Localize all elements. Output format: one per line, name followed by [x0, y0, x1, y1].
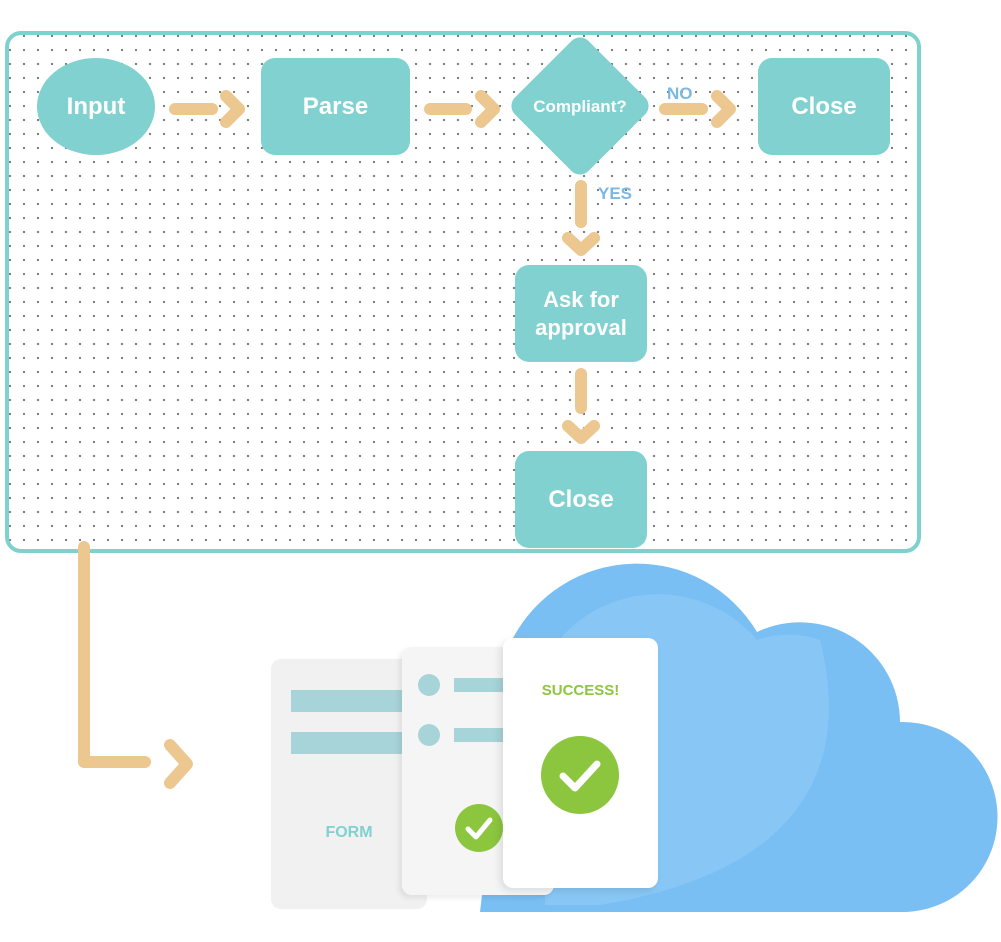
arrow-head-approval-close — [562, 420, 600, 444]
form-card: FORM — [271, 659, 427, 909]
approval-node-label-line2: approval — [535, 314, 627, 340]
close-node-bottom-label: Close — [548, 485, 614, 513]
parse-node-label: Parse — [302, 92, 369, 120]
yes-branch-label: YES — [598, 184, 633, 203]
approval-node[interactable]: Ask for approval — [515, 265, 647, 362]
close-node-right-label: Close — [791, 92, 857, 120]
input-node-label: Input — [66, 92, 126, 120]
success-card-label: SUCCESS! — [541, 682, 620, 699]
decision-node-label: Compliant? — [533, 97, 627, 116]
form-field-bar — [291, 732, 409, 754]
form-card-label: FORM — [325, 824, 373, 841]
success-card: SUCCESS! — [503, 638, 658, 888]
small-check-icon — [455, 804, 503, 852]
list-bullet-icon — [418, 724, 440, 746]
arrow-board-forms — [78, 541, 151, 768]
close-node-bottom[interactable]: Close — [515, 451, 647, 548]
list-bullet-icon — [418, 674, 440, 696]
arrow-head-decision-approval — [562, 232, 600, 256]
no-branch-label: NO — [667, 84, 693, 103]
arrow-head-parse-decision — [475, 90, 500, 128]
input-node[interactable]: Input — [37, 58, 155, 155]
success-check-icon — [541, 736, 619, 814]
parse-node[interactable]: Parse — [261, 58, 410, 155]
arrow-head-decision-close — [711, 90, 736, 128]
approval-node-label-line1: Ask for — [543, 286, 619, 312]
arrow-head-input-parse — [220, 90, 245, 128]
close-node-right[interactable]: Close — [758, 58, 890, 155]
arrow-head-board-forms — [164, 739, 193, 789]
form-field-bar — [291, 690, 409, 712]
